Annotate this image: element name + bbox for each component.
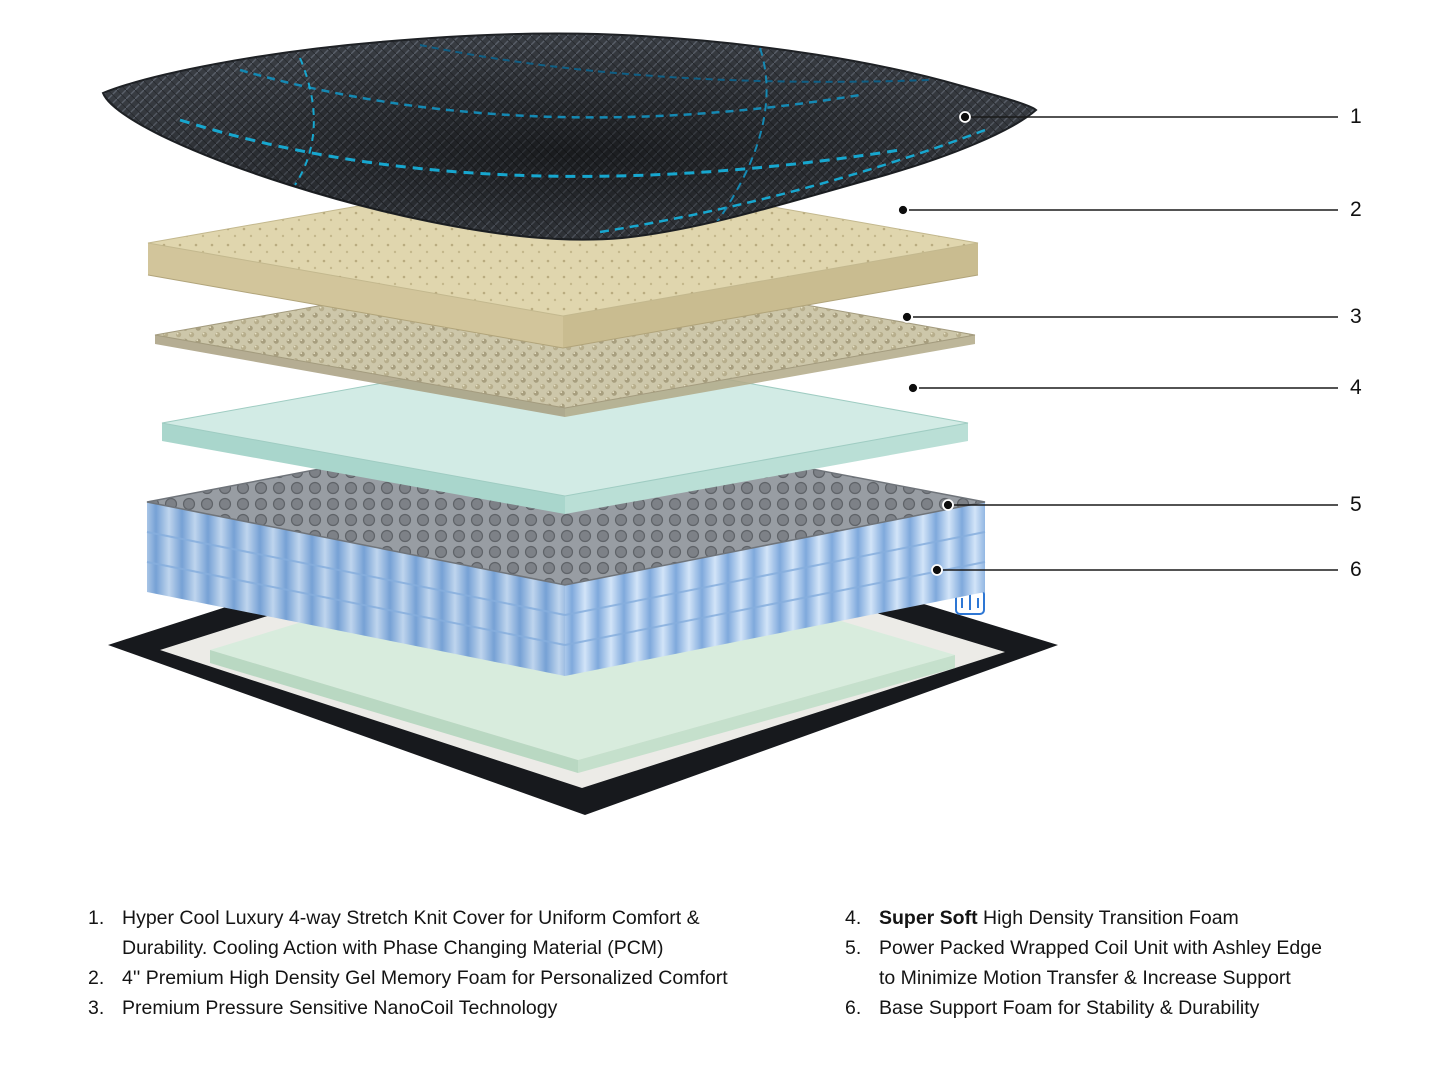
legend-item-6-line-1: Base Support Foam for Stability & Durabi… xyxy=(879,997,1260,1019)
legend-item-2: 2. 4'' Premium High Density Gel Memory F… xyxy=(88,963,798,993)
callout-dots xyxy=(897,111,971,576)
callout-number-6: 6 xyxy=(1350,558,1362,581)
legend-item-6-text: Base Support Foam for Stability & Durabi… xyxy=(879,993,1365,1023)
legend-item-1-line-1: Hyper Cool Luxury 4-way Stretch Knit Cov… xyxy=(122,907,700,929)
legend-item-1-text: Hyper Cool Luxury 4-way Stretch Knit Cov… xyxy=(122,903,798,963)
mattress-exploded-diagram xyxy=(101,32,1338,815)
callout-number-5: 5 xyxy=(1350,493,1362,516)
legend-item-1-number: 1. xyxy=(88,907,105,929)
legend-item-3-number: 3. xyxy=(88,997,105,1019)
legend-item-5-line-2: to Minimize Motion Transfer & Increase S… xyxy=(879,967,1291,989)
legend-item-2-text: 4'' Premium High Density Gel Memory Foam… xyxy=(122,963,798,993)
layer-stretch-knit-cover xyxy=(101,32,1038,241)
legend-item-3: 3. Premium Pressure Sensitive NanoCoil T… xyxy=(88,993,798,1023)
legend-item-3-text: Premium Pressure Sensitive NanoCoil Tech… xyxy=(122,993,798,1023)
callout-number-3: 3 xyxy=(1350,305,1362,328)
legend-left-column: 1. Hyper Cool Luxury 4-way Stretch Knit … xyxy=(88,903,798,1023)
legend-item-5-line-1: Power Packed Wrapped Coil Unit with Ashl… xyxy=(879,937,1322,959)
legend-item-4-bold: Super Soft xyxy=(879,907,978,929)
legend-item-4-text: Super Soft High Density Transition Foam xyxy=(879,903,1365,933)
legend-item-1: 1. Hyper Cool Luxury 4-way Stretch Knit … xyxy=(88,903,798,963)
cover-accent-stitching xyxy=(179,44,986,234)
callout-number-1: 1 xyxy=(1350,105,1362,128)
callout-lines xyxy=(909,116,1338,571)
legend-item-6-number: 6. xyxy=(845,997,862,1019)
legend-item-1-line-2: Durability. Cooling Action with Phase Ch… xyxy=(122,937,664,959)
callout-number-4: 4 xyxy=(1350,376,1362,399)
legend-right-column: 4. Super Soft High Density Transition Fo… xyxy=(845,903,1365,1023)
legend-item-2-number: 2. xyxy=(88,967,105,989)
legend-item-5: 5. Power Packed Wrapped Coil Unit with A… xyxy=(845,933,1365,993)
legend-item-6: 6. Base Support Foam for Stability & Dur… xyxy=(845,993,1365,1023)
legend-item-2-line-1: 4'' Premium High Density Gel Memory Foam… xyxy=(122,967,728,989)
legend-item-4-rest: High Density Transition Foam xyxy=(977,907,1239,929)
callout-number-2: 2 xyxy=(1350,198,1362,221)
legend-item-3-line-1: Premium Pressure Sensitive NanoCoil Tech… xyxy=(122,997,558,1019)
legend-item-4-number: 4. xyxy=(845,907,862,929)
legend-item-5-number: 5. xyxy=(845,937,862,959)
legend-item-5-text: Power Packed Wrapped Coil Unit with Ashl… xyxy=(879,933,1365,993)
legend-item-4: 4. Super Soft High Density Transition Fo… xyxy=(845,903,1365,933)
layer-transition-foam xyxy=(161,349,969,514)
